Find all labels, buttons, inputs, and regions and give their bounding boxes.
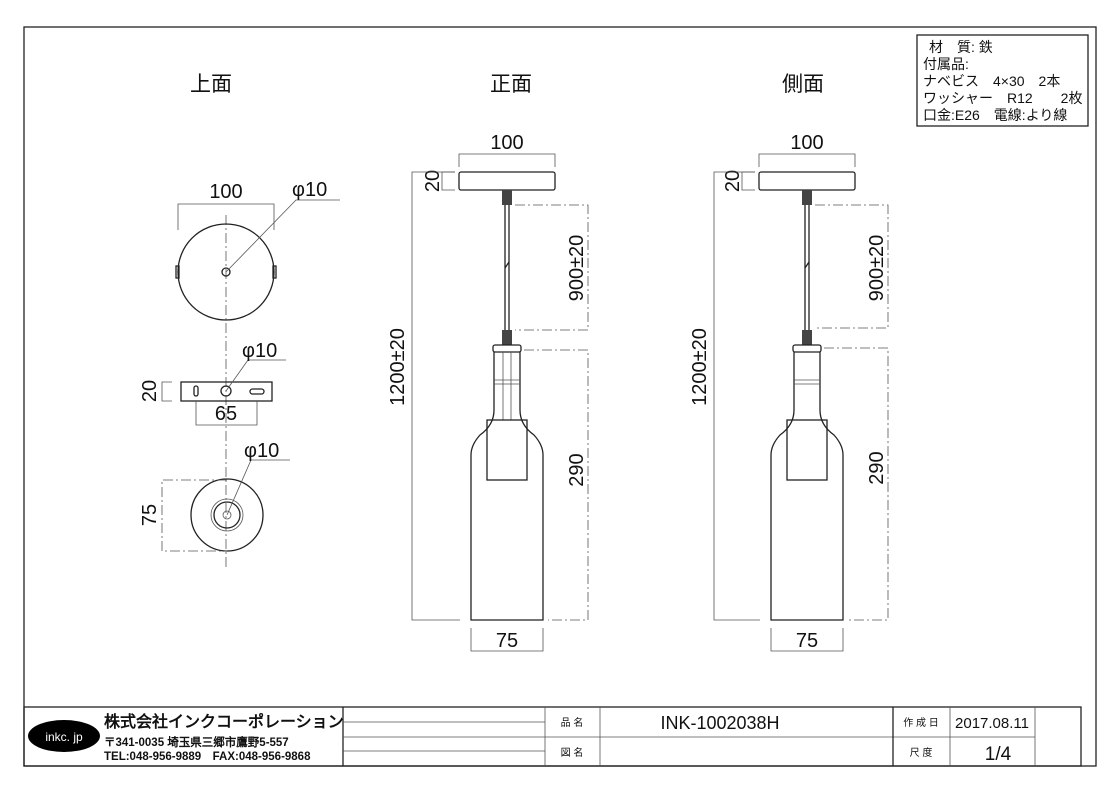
dim-hole-dia: φ10 <box>244 440 279 462</box>
company-phone: TEL:048-956-9889 FAX:048-956-9868 <box>104 751 311 763</box>
scale-value: 1/4 <box>985 744 1012 765</box>
canopy-outline <box>177 223 275 321</box>
dim-canopy-width: 100 <box>209 181 242 203</box>
dim-overall-height: 1200±20 <box>689 328 711 406</box>
dim-cord-length: 900±20 <box>566 235 588 302</box>
dim-hole-dia: φ10 <box>242 340 277 362</box>
company-address: 〒341-0035 埼玉県三郷市鷹野5-557 <box>104 735 289 749</box>
spec-box: 材 質: 鉄 付属品: ナベビス 4×30 2本 ワッシャー R12 2枚 口金… <box>916 34 1089 127</box>
spec-line: 口金:E26 電線:より線 <box>923 107 1067 123</box>
dim-shade-height: 290 <box>866 451 888 484</box>
sheet-border <box>23 26 1097 767</box>
cord <box>504 205 510 330</box>
dim-shade-height: 290 <box>566 453 588 486</box>
dim-cord-length: 900±20 <box>866 235 888 302</box>
dim-canopy-width: 100 <box>490 132 523 154</box>
dim-shade-dia: 75 <box>496 630 518 652</box>
spec-line: 材 質: 鉄 <box>929 39 993 55</box>
dim-canopy-height: 20 <box>422 170 444 192</box>
socket <box>486 419 528 481</box>
scale-label: 尺 度 <box>910 746 933 759</box>
product-number: INK-1002038H <box>660 713 779 733</box>
dim-overall-height: 1200±20 <box>387 328 409 406</box>
side-view: 100 20 1200±20 900±20 290 75 <box>689 132 889 652</box>
cord-grip <box>502 190 512 205</box>
view-title-front: 正面 <box>490 73 532 96</box>
top-view: 100 φ10 20 65 φ10 75 φ10 <box>139 179 340 570</box>
canopy <box>458 171 556 191</box>
dim-bracket-height: 20 <box>139 380 161 402</box>
dim-canopy-width: 100 <box>790 132 823 154</box>
title-block: inkc. jp 株式会社インクコーポレーション 〒341-0035 埼玉県三郷… <box>23 706 1082 767</box>
dim-bracket-pitch: 65 <box>215 403 237 425</box>
drawing-name-label: 図 名 <box>561 746 584 759</box>
mounting-bracket <box>180 381 273 402</box>
company-logo <box>28 720 100 752</box>
dim-hole-dia: φ10 <box>292 179 327 201</box>
dim-shade-dia: 75 <box>139 504 161 526</box>
dim-canopy-height: 20 <box>722 170 744 192</box>
spec-line: ナベビス 4×30 2本 <box>923 73 1060 89</box>
date-label: 作 成 日 <box>903 717 939 729</box>
view-title-top: 上面 <box>190 73 232 96</box>
product-label: 品 名 <box>561 716 584 729</box>
bottle-shade <box>470 352 544 621</box>
dim-shade-dia: 75 <box>796 630 818 652</box>
view-title-side: 側面 <box>782 73 824 96</box>
front-view: 100 20 1200±20 900±20 290 75 <box>387 132 589 652</box>
spec-line: 付属品: <box>923 56 969 72</box>
spec-line: ワッシャー R12 2枚 <box>923 90 1082 106</box>
date-value: 2017.08.11 <box>955 715 1029 732</box>
company-name: 株式会社インクコーポレーション <box>104 712 344 731</box>
logo-text: inkc. jp <box>45 730 83 744</box>
